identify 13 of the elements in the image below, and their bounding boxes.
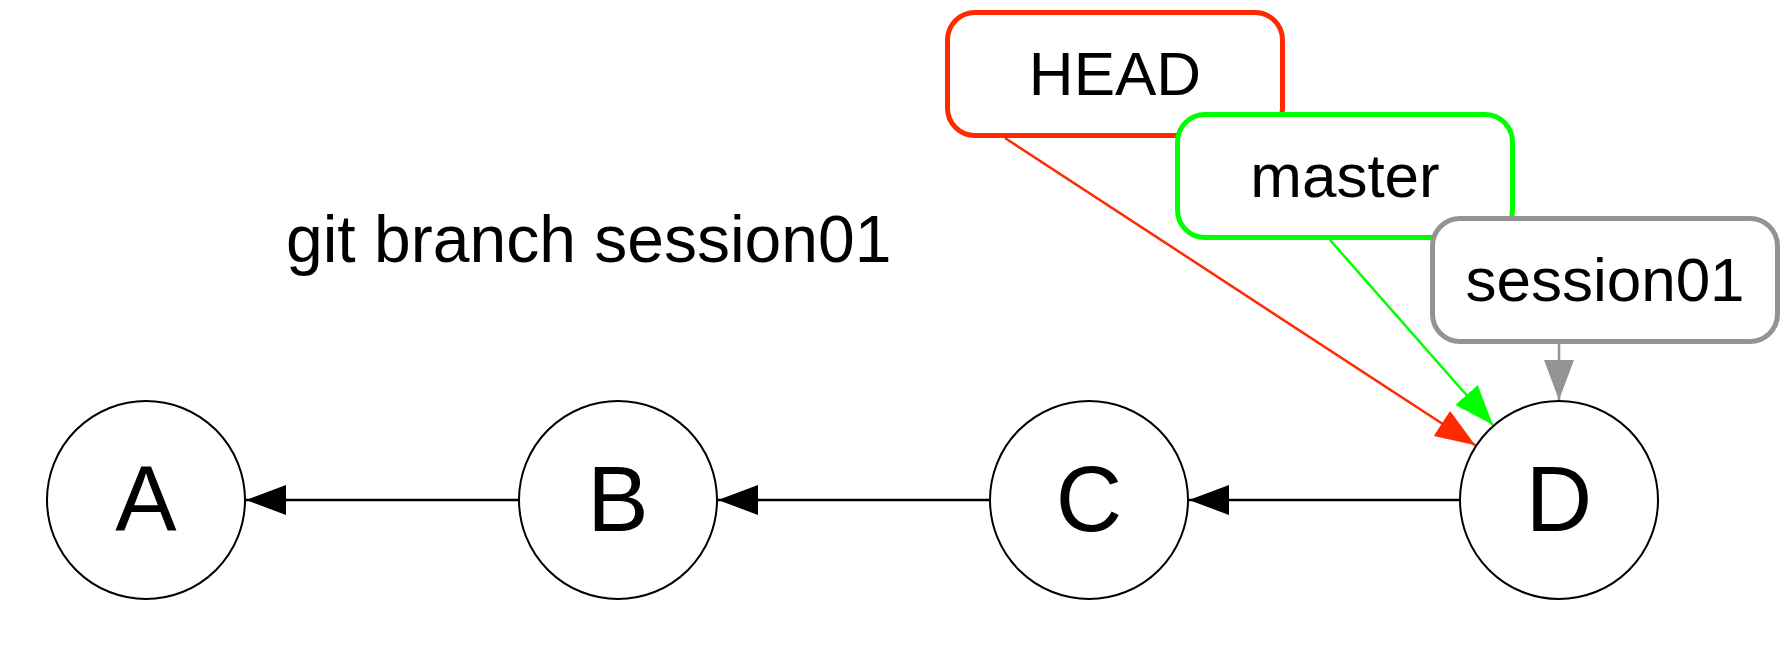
arrow: [1189, 485, 1459, 515]
arrow: [246, 485, 518, 515]
command-text: git branch session01: [286, 202, 892, 278]
arrow: [718, 485, 989, 515]
branch-box: session01: [1430, 216, 1780, 344]
branch-box: master: [1175, 112, 1515, 240]
commit-circle: D: [1459, 400, 1659, 600]
commit-circle: C: [989, 400, 1189, 600]
commit-circle: A: [46, 400, 246, 600]
arrow: [1544, 344, 1574, 400]
commit-circle: B: [518, 400, 718, 600]
branch-box: HEAD: [945, 10, 1285, 138]
arrow: [1329, 239, 1494, 426]
